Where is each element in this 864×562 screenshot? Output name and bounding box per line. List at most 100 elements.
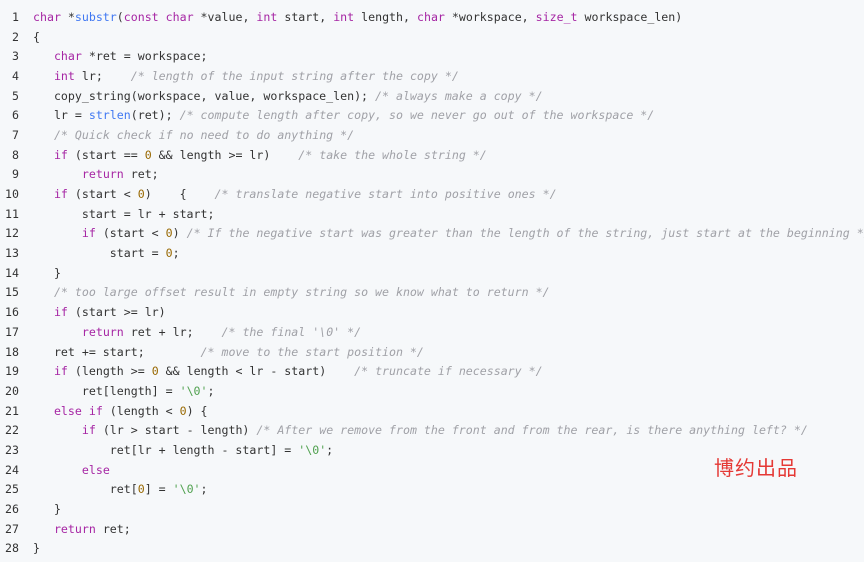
code-token: *value, [193,9,257,24]
line-code: else if (length < 0) { [33,404,208,418]
line-number: 28 [5,541,19,556]
code-token: *ret = workspace; [81,49,208,64]
comment-token: /* compute length after copy, so we neve… [179,108,655,123]
comment-token: /* take the whole string */ [298,147,487,162]
line-number: 15 [5,285,19,300]
number-token: 0 [179,403,187,418]
function-token: strlen [88,108,131,123]
number-token: 0 [144,147,152,162]
code-token: ] = [144,482,173,497]
comment-token: /* After we remove from the front and fr… [256,423,808,438]
line-code: return ret; [33,522,131,536]
code-line: 12 if (start < 0) /* If the negative sta… [0,224,864,244]
line-number: 7 [12,127,19,142]
keyword-token: if [81,226,96,241]
number-token: 0 [137,482,145,497]
line-number: 16 [5,305,19,320]
code-line: 26 } [0,499,864,519]
string-token: '\0' [172,482,201,497]
keyword-token: if [88,403,103,418]
code-token: } [33,502,61,517]
comment-token: /* Quick check if no need to do anything… [53,127,355,142]
code-line: 21 else if (length < 0) { [0,401,864,421]
code-token: start = [33,246,166,261]
code-token [33,285,54,299]
code-token: lr = [33,108,89,123]
line-code: start = lr + start; [33,207,215,221]
code-line: 19 if (length >= 0 && length < lr - star… [0,361,864,381]
keyword-token: char [33,9,61,24]
number-token: 0 [165,226,173,241]
code-token [33,69,54,83]
keyword-token: if [53,305,68,320]
code-token: ret[ [33,482,138,497]
keyword-token: return [53,521,96,536]
code-token [33,325,82,339]
code-token [33,148,54,162]
code-token [33,522,54,536]
line-number: 8 [12,147,19,162]
line-number: 22 [5,423,19,438]
comment-token: /* truncate if necessary */ [354,364,543,379]
code-line: 27 return ret; [0,519,864,539]
string-token: '\0' [298,442,327,457]
code-token: *workspace, [444,9,536,24]
line-code: if (length >= 0 && length < lr - start) … [33,364,543,378]
code-token: (start < [67,187,138,202]
code-token [33,187,54,201]
comment-token: /* If the negative start was greater tha… [186,226,864,241]
comment-token: /* translate negative start into positiv… [214,187,557,202]
code-token: (start >= lr) [67,305,166,320]
line-number: 3 [12,49,19,64]
code-line: 9 return ret; [0,165,864,185]
line-number: 6 [12,108,19,123]
keyword-token: else [53,403,82,418]
line-number: 24 [5,462,19,477]
line-code: return ret + lr; /* the final '\0' */ [33,325,361,339]
code-token [82,404,89,418]
code-line: 24 else [0,460,864,480]
code-token: } [33,265,61,280]
code-token [33,226,82,240]
code-token [33,364,54,378]
keyword-token: char [416,9,445,24]
code-token: ret[length] = [33,383,180,398]
line-code: if (start < 0) /* If the negative start … [33,226,864,240]
code-token: ( [116,9,124,24]
keyword-token: else [81,462,110,477]
string-token: '\0' [179,383,208,398]
line-number: 14 [5,265,19,280]
line-code: /* Quick check if no need to do anything… [33,128,354,142]
line-number: 12 [5,226,19,241]
code-line: 6 lr = strlen(ret); /* compute length af… [0,105,864,125]
number-token: 0 [137,187,145,202]
code-token: ; [326,442,334,457]
code-token: length, [354,9,417,24]
function-token: substr [74,9,117,24]
code-line: 14 } [0,263,864,283]
line-code: if (start == 0 && length >= lr) /* take … [33,148,487,162]
line-code: } [33,541,40,555]
line-code: char *ret = workspace; [33,49,208,63]
code-token: (start < [95,226,166,241]
line-code: int lr; /* length of the input string af… [33,69,459,83]
keyword-token: const [123,9,159,24]
code-token: ; [172,246,180,261]
keyword-token: int [53,68,75,83]
line-code: ret += start; /* move to the start posit… [33,345,424,359]
code-line: 4 int lr; /* length of the input string … [0,66,864,86]
code-line: 7 /* Quick check if no need to do anythi… [0,125,864,145]
code-token: workspace_len) [577,9,683,24]
code-token: (ret); [130,108,180,123]
code-line: 8 if (start == 0 && length >= lr) /* tak… [0,145,864,165]
keyword-token: char [165,9,194,24]
line-number: 17 [5,324,19,339]
code-token: ret; [123,167,159,182]
comment-token: /* too large offset result in empty stri… [53,285,550,300]
code-line: 23 ret[lr + length - start] = '\0'; [0,440,864,460]
code-line: 16 if (start >= lr) [0,302,864,322]
line-code: if (lr > start - length) /* After we rem… [33,423,808,437]
line-code: return ret; [33,167,159,181]
line-number: 13 [5,246,19,261]
code-token: ; [200,482,208,497]
